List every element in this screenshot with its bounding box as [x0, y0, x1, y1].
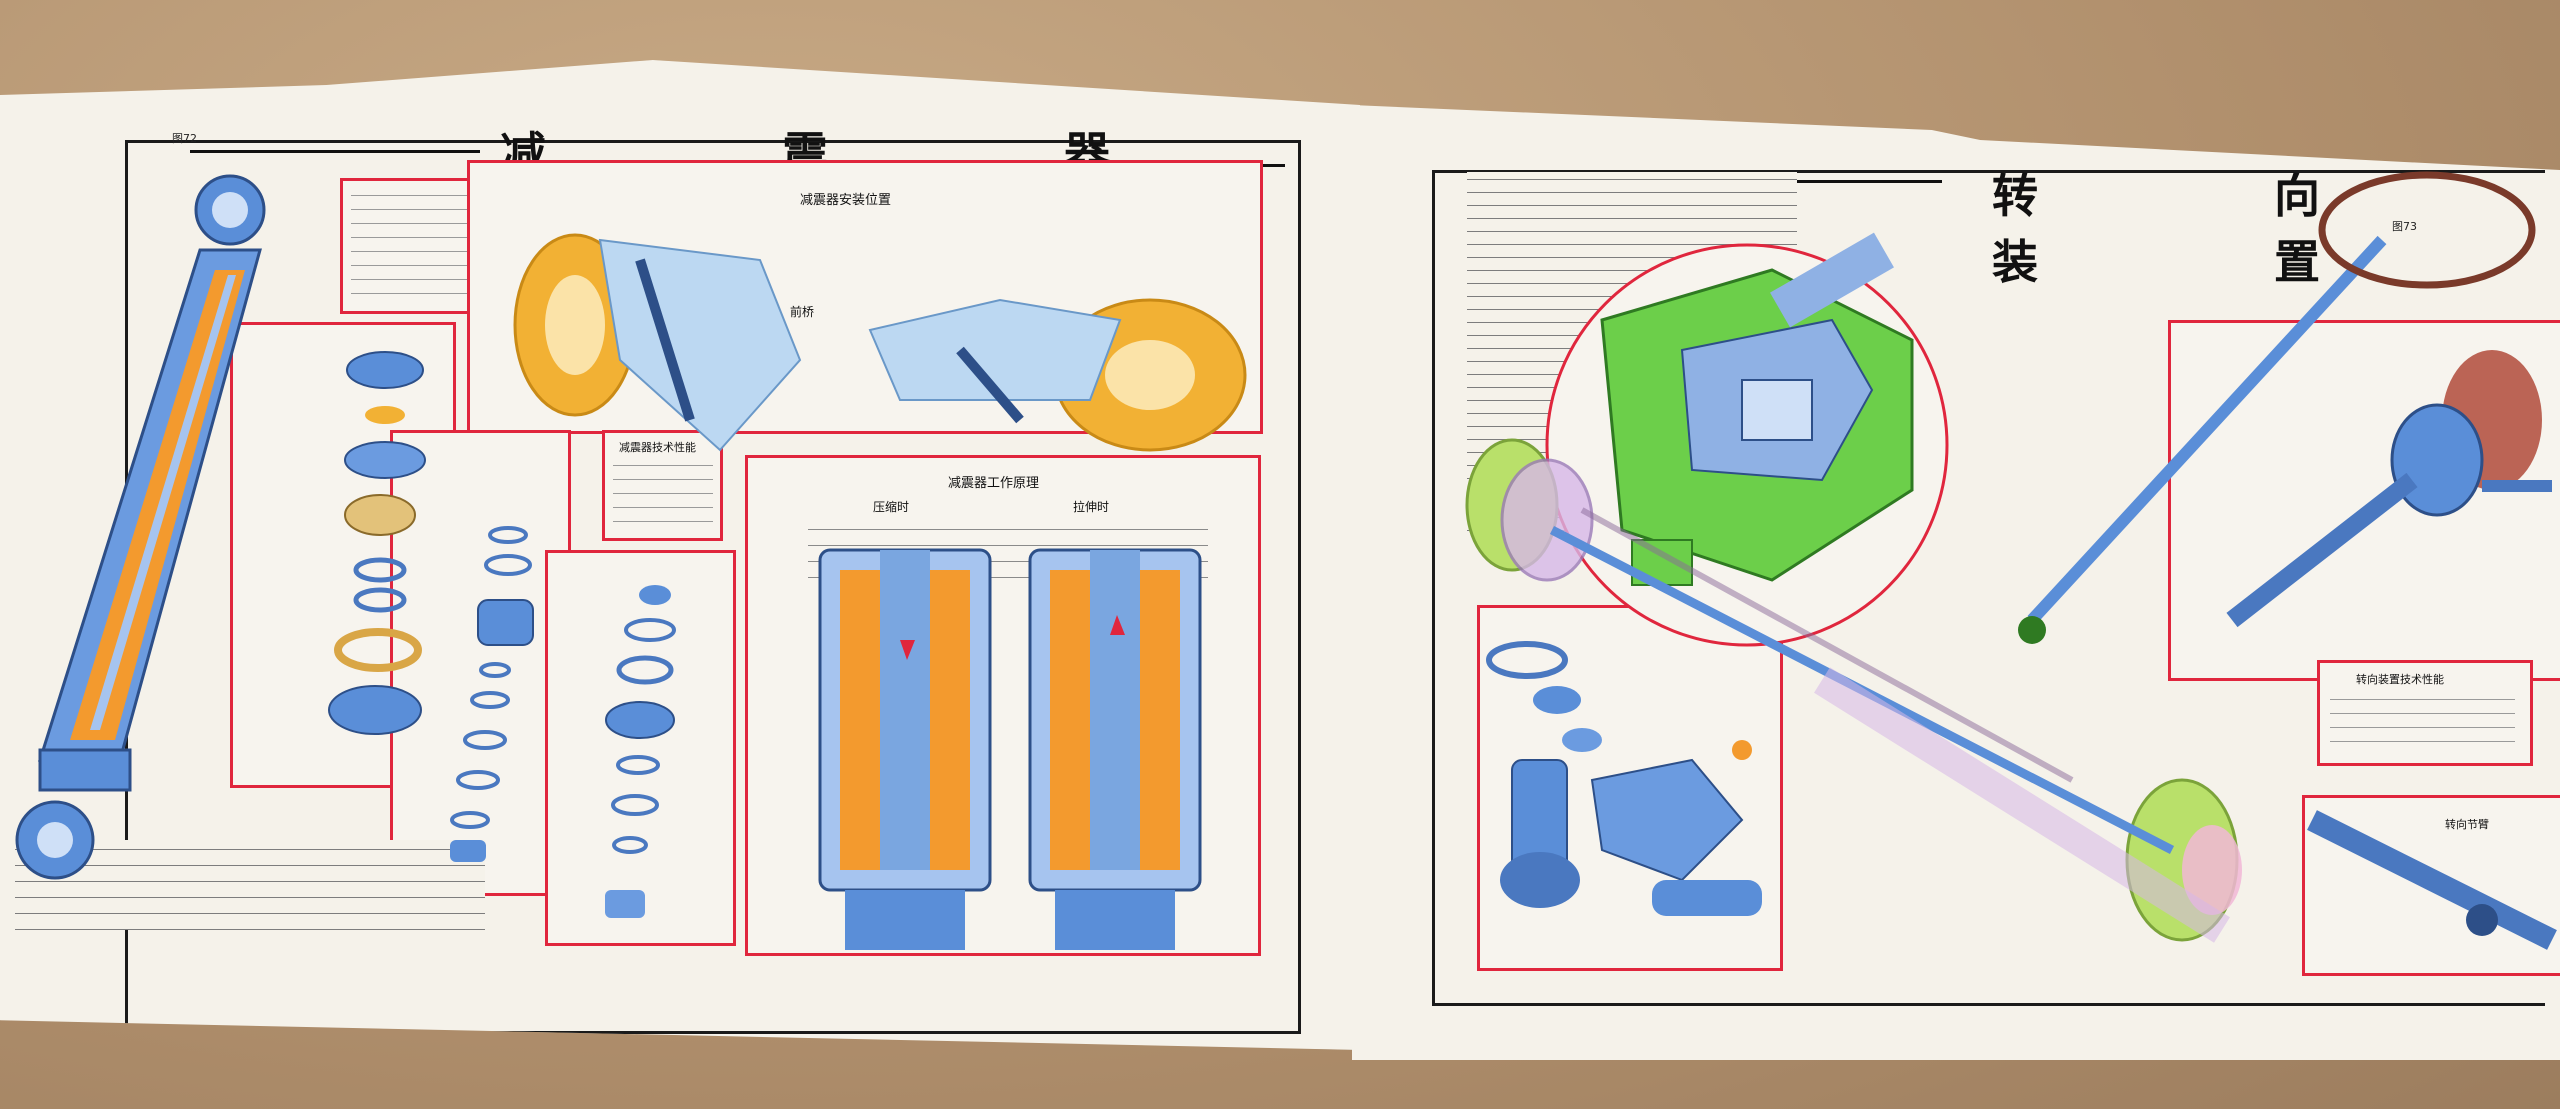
- spec-box-mid-title: 减震器技术性能: [619, 441, 696, 454]
- compress-label: 压缩时: [873, 500, 910, 514]
- steering-arm-parts: [2307, 810, 2557, 950]
- spec-box-right-lines: [2330, 691, 2515, 751]
- spec-box-top-lines: [351, 187, 476, 297]
- left-page-tag: 图72: [172, 132, 197, 145]
- compress-cutaway: [818, 548, 992, 950]
- front-axle-drawing: [513, 233, 802, 452]
- left-page-illustrations: [15, 174, 1247, 950]
- right-page-frame: [1432, 170, 2545, 1006]
- steering-gear-circle: [1545, 232, 1949, 647]
- spec-box-right: 转向装置技术性能: [2317, 660, 2533, 766]
- left-title-rule-left: [190, 150, 480, 153]
- front-label: 前桥: [790, 305, 815, 319]
- parts-stack-1: [328, 351, 426, 735]
- column-detail-parts: [2226, 350, 2552, 628]
- spec-box-mid-lines: [613, 457, 713, 527]
- rear-axle-drawing: [868, 298, 1247, 452]
- right-page-title: 转 向 装 置: [1992, 169, 2431, 289]
- tie-rod-end-parts: [1486, 641, 1762, 916]
- parts-stack-3: [605, 585, 676, 918]
- spec-box-mid: 减震器技术性能: [602, 430, 723, 541]
- steering-arm-label: 转向节臂: [2445, 818, 2489, 831]
- shock-absorber-cutaway: [15, 174, 266, 880]
- principle-caption: 减震器工作原理: [948, 476, 1040, 491]
- parts-box-2: [390, 430, 571, 896]
- right-page: 转 向 装 置 图73 转向装置技术性能 转向节臂: [1352, 105, 2560, 1060]
- left-wheel: [1465, 438, 1594, 582]
- left-page: 图72 减 震 器 减震器安装位置 前桥 后桥 减震器技术性能 减震器工作原理 …: [0, 60, 1360, 1050]
- extend-label: 拉伸时: [1073, 500, 1110, 514]
- parts-box-3: [545, 550, 736, 946]
- steering-column: [2018, 171, 2536, 644]
- install-caption: 减震器安装位置: [800, 193, 892, 208]
- spec-box-right-title: 转向装置技术性能: [2356, 673, 2444, 686]
- right-page-illustrations: [1465, 171, 2557, 950]
- right-title-rule-left: [1682, 180, 1942, 183]
- tie-rod: [1549, 507, 2230, 943]
- left-legend-text: [15, 840, 485, 930]
- extend-cutaway: [1028, 548, 1202, 950]
- parts-stack-2: [450, 526, 534, 862]
- right-page-tag: 图73: [2392, 220, 2417, 233]
